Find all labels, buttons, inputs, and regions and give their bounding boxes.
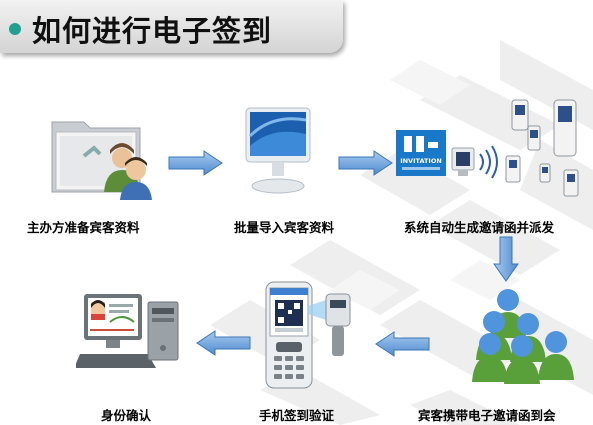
- computer-profile-icon: [76, 294, 179, 368]
- step-label-identity-confirm: 身份确认: [101, 408, 152, 423]
- arrow-right-icon: [338, 150, 393, 176]
- phone-scanner-icon: [265, 281, 351, 389]
- title-bar: 如何进行电子签到: [0, 0, 343, 53]
- people-group-icon: [472, 289, 574, 384]
- invitation-card-text: INVITATION: [400, 157, 442, 165]
- arrow-left-icon: [196, 330, 251, 356]
- step-label-phone-checkin: 手机签到验证: [259, 408, 335, 423]
- step-label-prepare-guest-data: 主办方准备宾客资料: [27, 220, 140, 235]
- step-label-bulk-import: 批量导入宾客资料: [234, 220, 335, 235]
- arrow-down-icon: [493, 236, 519, 282]
- folder-people-icon: [51, 121, 152, 200]
- arrow-right-icon: [168, 150, 223, 176]
- invitation-phones-icon: INVITATION: [396, 99, 579, 197]
- page-title: 如何进行电子签到: [32, 14, 273, 48]
- step-label-guest-arrival: 宾客携带电子邀请函到会: [418, 408, 556, 423]
- step-label-generate-invitation: 系统自动生成邀请函并派发: [404, 220, 555, 235]
- title-bullet-icon: [9, 23, 21, 35]
- arrow-left-icon: [375, 331, 430, 357]
- monitor-icon: [245, 107, 311, 194]
